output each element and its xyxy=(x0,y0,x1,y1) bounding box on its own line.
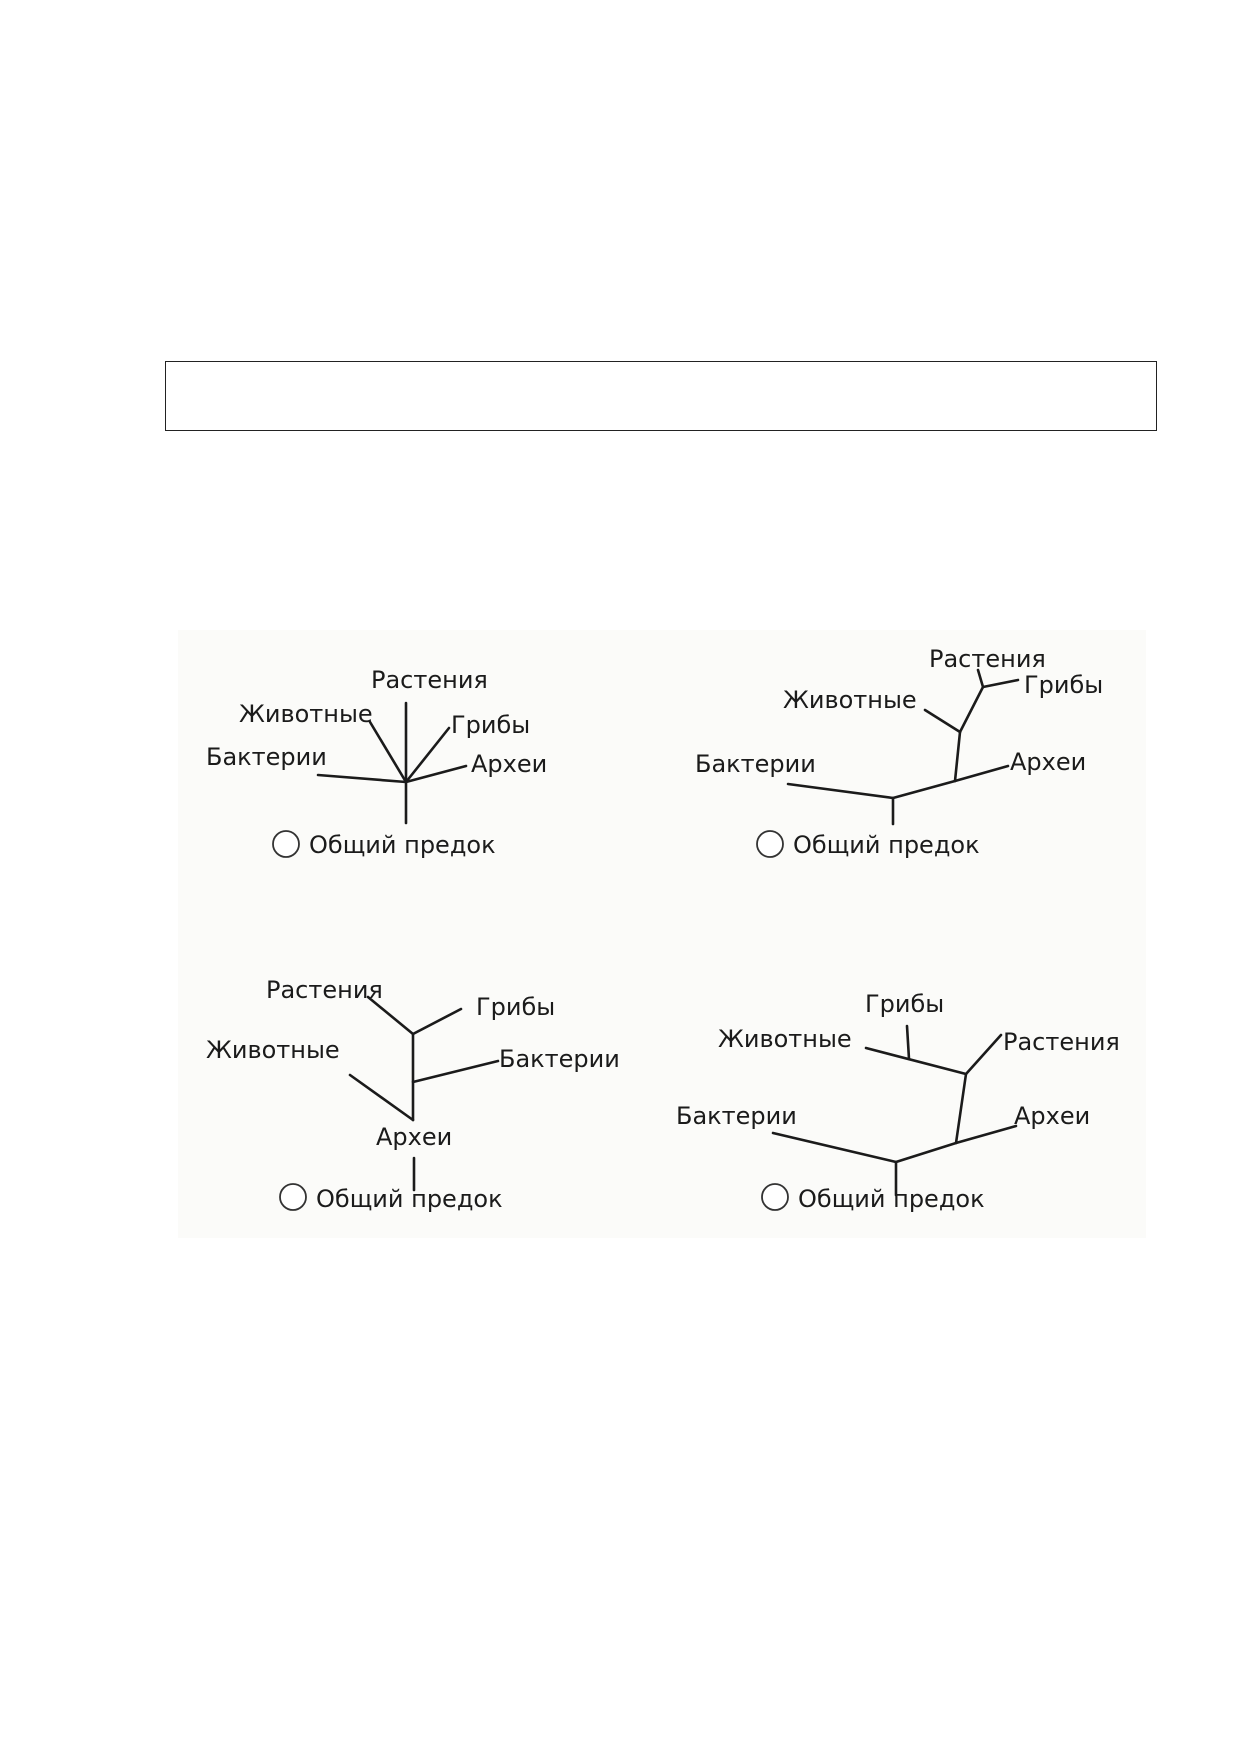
tree4-label-animals: Животные xyxy=(718,1025,852,1053)
tree1-label-archaea: Археи xyxy=(471,750,547,778)
tree4-internal-2 xyxy=(954,1072,968,1145)
tree3-label-fungi: Грибы xyxy=(476,993,555,1021)
tree2-internal-1 xyxy=(891,779,957,800)
tree1-label-animals: Животные xyxy=(239,700,373,728)
tree-option-1: Растения Животные Грибы Бактерии Археи О… xyxy=(206,666,547,859)
trees-svg: Растения Животные Грибы Бактерии Археи О… xyxy=(206,645,1120,1213)
tree-option-4: Грибы Животные Растения Бактерии Археи О… xyxy=(676,990,1120,1213)
tree2-internal-3 xyxy=(958,685,985,734)
tree2-branch-bacteria xyxy=(786,782,895,800)
tree1-branch-bacteria xyxy=(316,773,408,784)
tree4-radio-icon[interactable] xyxy=(761,1183,789,1211)
tree1-radio-icon[interactable] xyxy=(272,830,300,858)
tree3-label-ancestor: Общий предок xyxy=(316,1185,503,1213)
tree1-label-fungi: Грибы xyxy=(451,711,530,739)
tree2-internal-2 xyxy=(953,730,962,783)
tree-option-2: Растения Грибы Животные Бактерии Археи О… xyxy=(695,645,1103,859)
tree3-label-animals: Животные xyxy=(206,1036,340,1064)
tree3-branch-animals xyxy=(348,1073,415,1122)
tree2-branch-animals xyxy=(923,708,962,734)
tree4-branch-plants xyxy=(964,1033,1003,1076)
tree2-label-ancestor: Общий предок xyxy=(793,831,980,859)
tree2-branch-plants xyxy=(976,668,985,689)
tree2-branch-archaea xyxy=(953,764,1010,783)
tree2-label-bacteria: Бактерии xyxy=(695,750,816,778)
tree1-branch-animals xyxy=(368,720,408,784)
tree1-label-bacteria: Бактерии xyxy=(206,743,327,771)
tree2-radio-icon[interactable] xyxy=(756,830,784,858)
tree2-label-plants: Растения xyxy=(929,645,1046,673)
tree2-label-animals: Животные xyxy=(783,686,917,714)
tree3-radio-icon[interactable] xyxy=(279,1183,307,1211)
tree4-internal-1 xyxy=(894,1141,958,1164)
tree3-branch-plants xyxy=(366,995,415,1036)
tree3-label-archaea: Археи xyxy=(376,1123,452,1151)
tree1-branch-fungi xyxy=(404,726,451,784)
answer-field[interactable] xyxy=(165,361,1157,431)
tree4-label-ancestor: Общий предок xyxy=(798,1185,985,1213)
tree4-branch-archaea xyxy=(954,1124,1018,1145)
tree3-label-bacteria: Бактерии xyxy=(499,1045,620,1073)
tree4-label-fungi: Грибы xyxy=(865,990,944,1018)
tree3-label-plants: Растения xyxy=(266,976,383,1004)
tree4-branch-fungi xyxy=(905,1024,911,1061)
tree4-branch-animals xyxy=(864,1046,968,1076)
tree-option-3: Растения Грибы Животные Бактерии Археи О… xyxy=(206,976,620,1213)
tree4-branch-bacteria xyxy=(771,1131,898,1164)
tree1-label-plants: Растения xyxy=(371,666,488,694)
tree3-branch-bacteria xyxy=(411,1059,500,1084)
tree2-label-archaea: Археи xyxy=(1010,748,1086,776)
phylogenetic-trees-figure: Растения Животные Грибы Бактерии Археи О… xyxy=(178,630,1146,1238)
tree3-branch-fungi xyxy=(411,1007,463,1036)
tree4-label-bacteria: Бактерии xyxy=(676,1102,797,1130)
tree1-label-ancestor: Общий предок xyxy=(309,831,496,859)
tree2-branch-fungi xyxy=(981,678,1020,689)
tree4-label-archaea: Археи xyxy=(1014,1102,1090,1130)
tree1-branch-archaea xyxy=(404,764,468,784)
tree4-label-plants: Растения xyxy=(1003,1028,1120,1056)
tree2-label-fungi: Грибы xyxy=(1024,671,1103,699)
